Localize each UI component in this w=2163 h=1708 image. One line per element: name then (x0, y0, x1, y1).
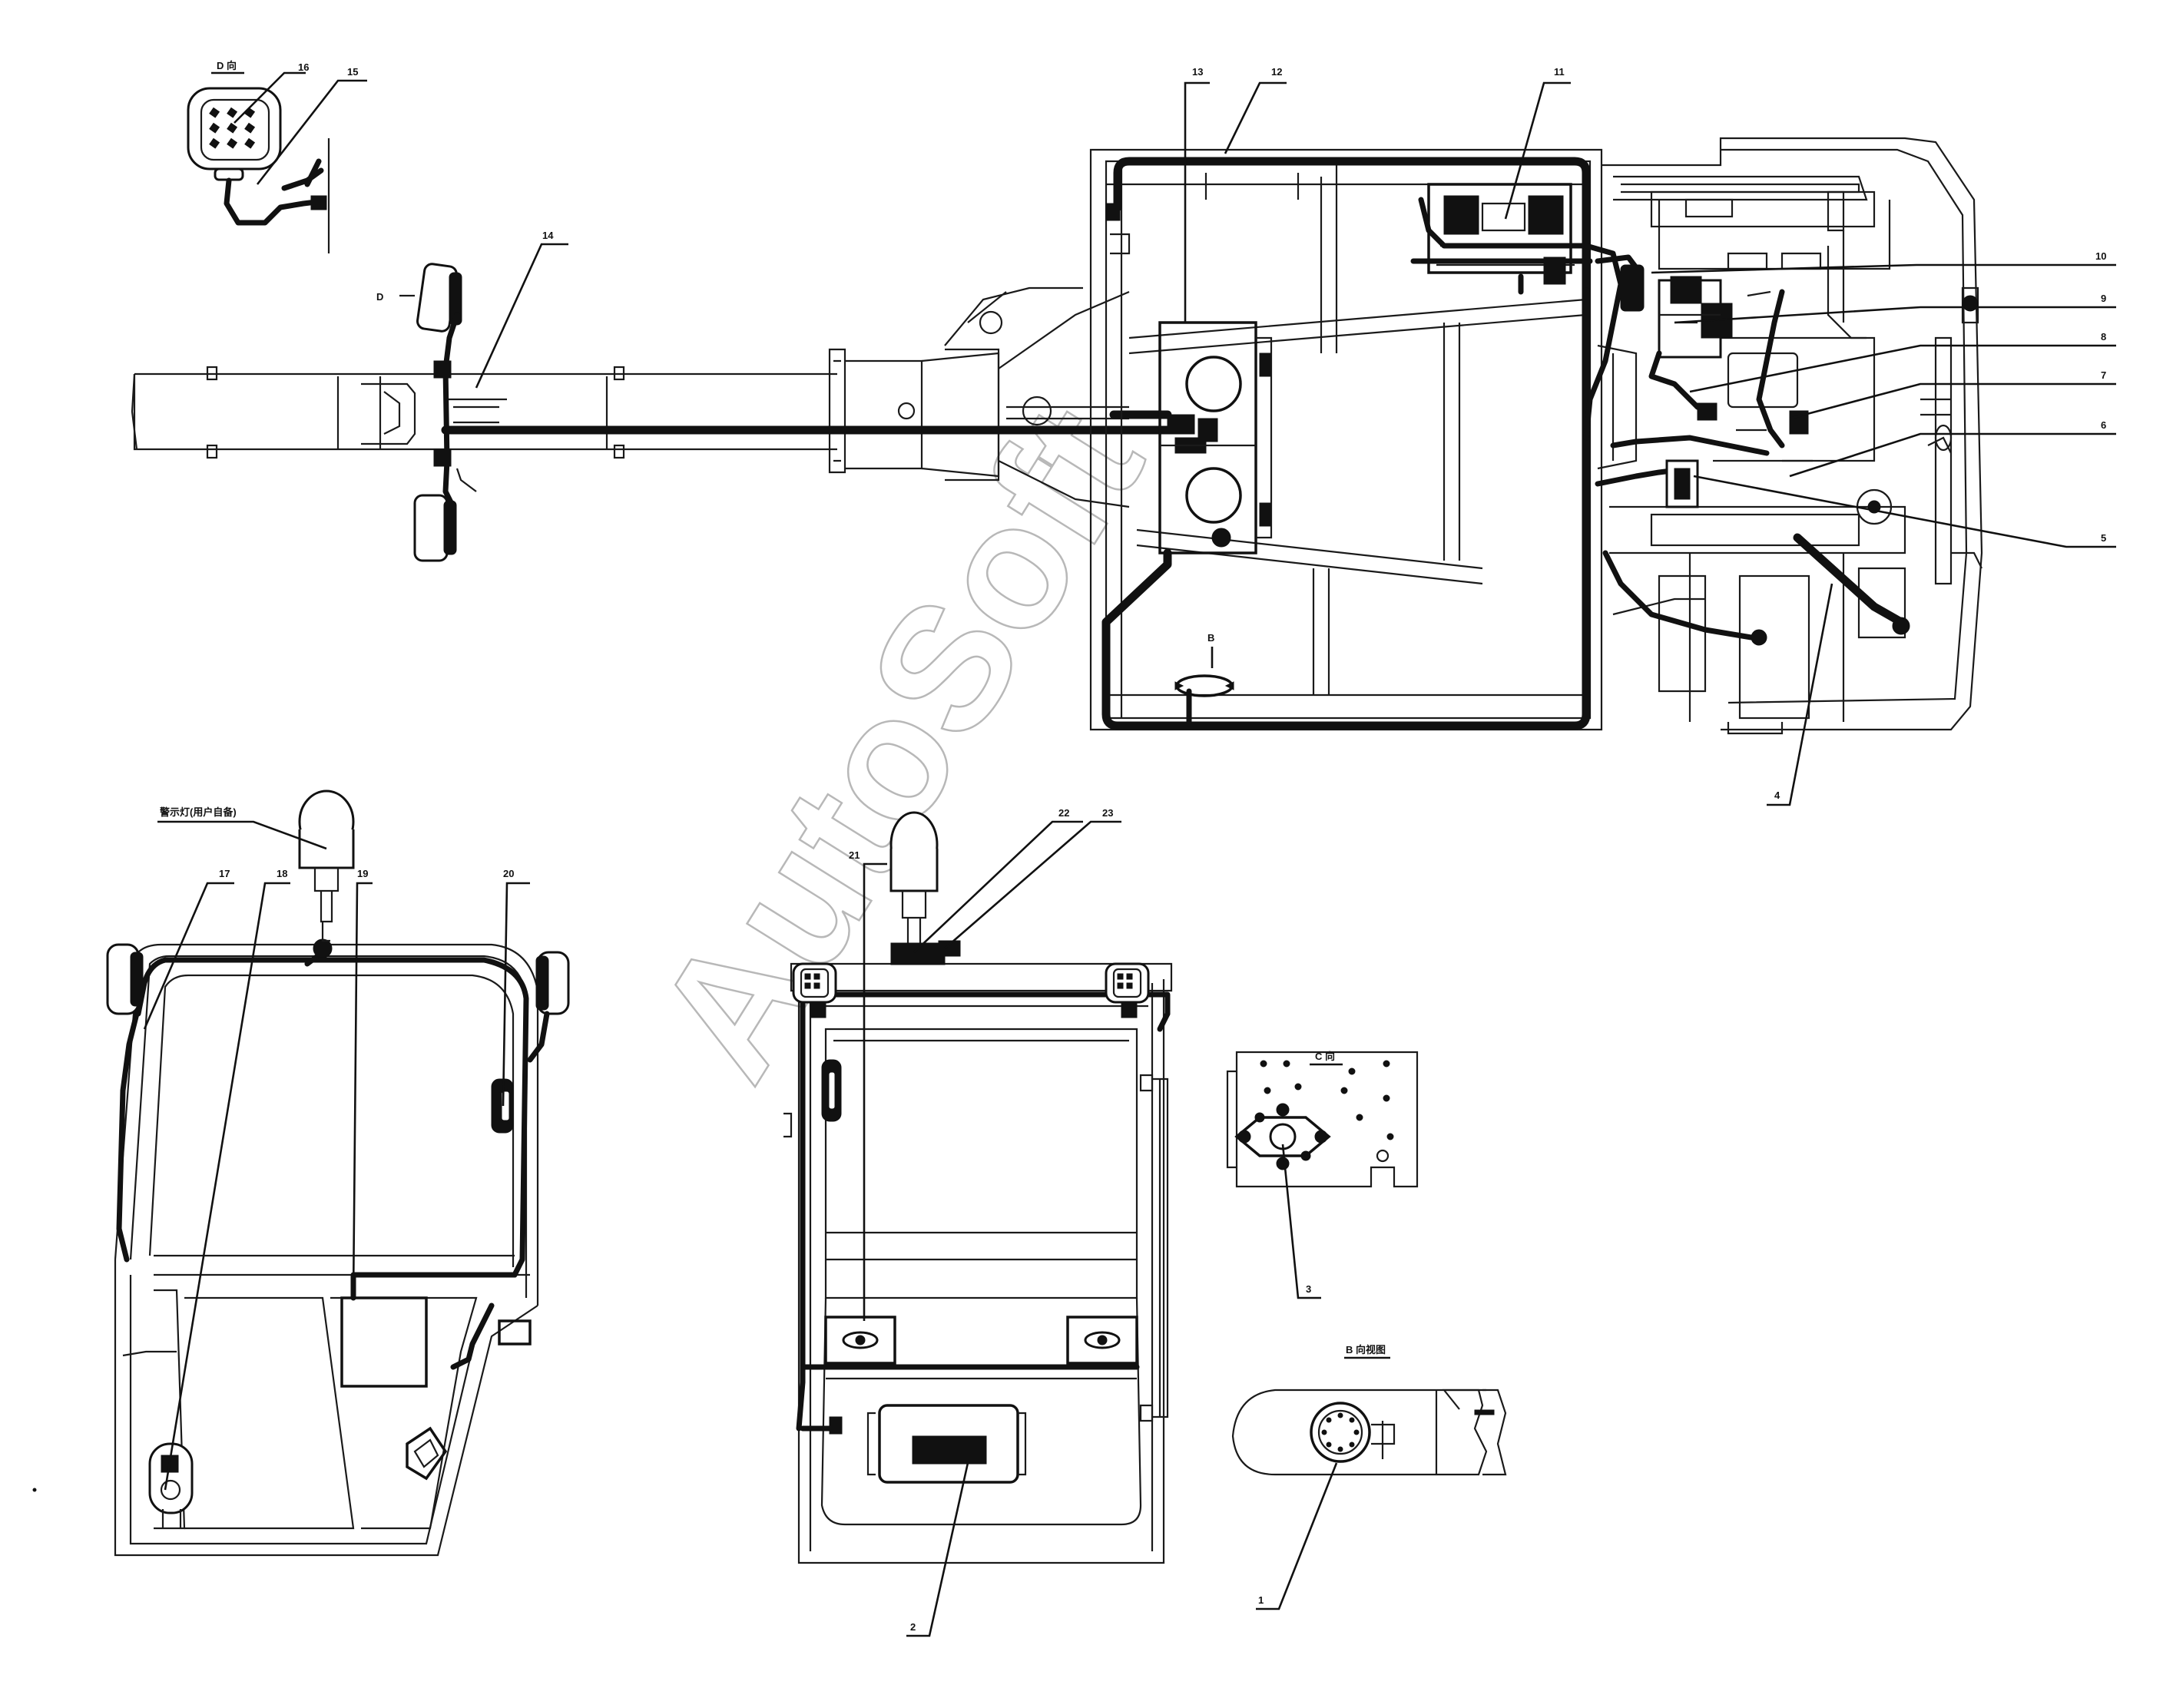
cab-side-view (106, 789, 570, 1557)
callout-2: 2 (910, 1621, 916, 1633)
beacon-label: 警示灯(用户自备) (160, 806, 237, 818)
watermark-text: AutoSoft (618, 374, 1180, 1111)
callout-11: 11 (1554, 66, 1565, 78)
callout-10: 10 (2095, 250, 2106, 262)
callout-21: 21 (849, 849, 860, 861)
main-loop-harness (1113, 157, 1591, 296)
callout-1: 1 (1258, 1594, 1264, 1606)
callout-4: 4 (1774, 789, 1780, 801)
callout-12: 12 (1271, 66, 1282, 78)
callout-23: 23 (1102, 807, 1113, 819)
callout-17: 17 (219, 868, 230, 879)
relay-box-11 (1410, 183, 1593, 295)
callout-5: 5 (2101, 532, 2106, 544)
boom-arm (131, 286, 1130, 508)
cab-front-view (783, 811, 1173, 1564)
view-b-marker: B (1174, 632, 1234, 727)
engine-compartment-harness (1583, 243, 1910, 646)
view-d-title: D 向 (217, 60, 237, 71)
svg-text:B: B (1207, 632, 1214, 644)
callout-7: 7 (2101, 369, 2106, 381)
view-d-marker: D (376, 291, 383, 303)
boom-work-lights (399, 263, 477, 562)
callout-18: 18 (277, 868, 287, 879)
stray-dot (32, 1488, 37, 1492)
callout-3: 3 (1306, 1283, 1311, 1295)
detail-d-work-light: D 向 (187, 60, 330, 253)
svg-text:B 向视图: B 向视图 (1346, 1344, 1386, 1355)
callout-6: 6 (2101, 419, 2106, 431)
callout-13: 13 (1192, 66, 1203, 78)
callout-20: 20 (503, 868, 514, 879)
callout-16: 16 (298, 61, 309, 73)
callout-22: 22 (1058, 807, 1069, 819)
svg-text:C 向: C 向 (1315, 1051, 1335, 1062)
callout-19: 19 (357, 868, 368, 879)
detail-c-plate: C 向 (1226, 1051, 1419, 1188)
detail-b-fuel-sensor: B 向视图 (1231, 1344, 1507, 1476)
callout-14: 14 (542, 230, 554, 241)
left-frame-harness (1101, 287, 1591, 730)
center-junction-block (1158, 321, 1273, 554)
callout-8: 8 (2101, 331, 2106, 343)
callout-9: 9 (2101, 293, 2106, 304)
frame-connector (1105, 203, 1121, 221)
callout-15: 15 (347, 66, 358, 78)
